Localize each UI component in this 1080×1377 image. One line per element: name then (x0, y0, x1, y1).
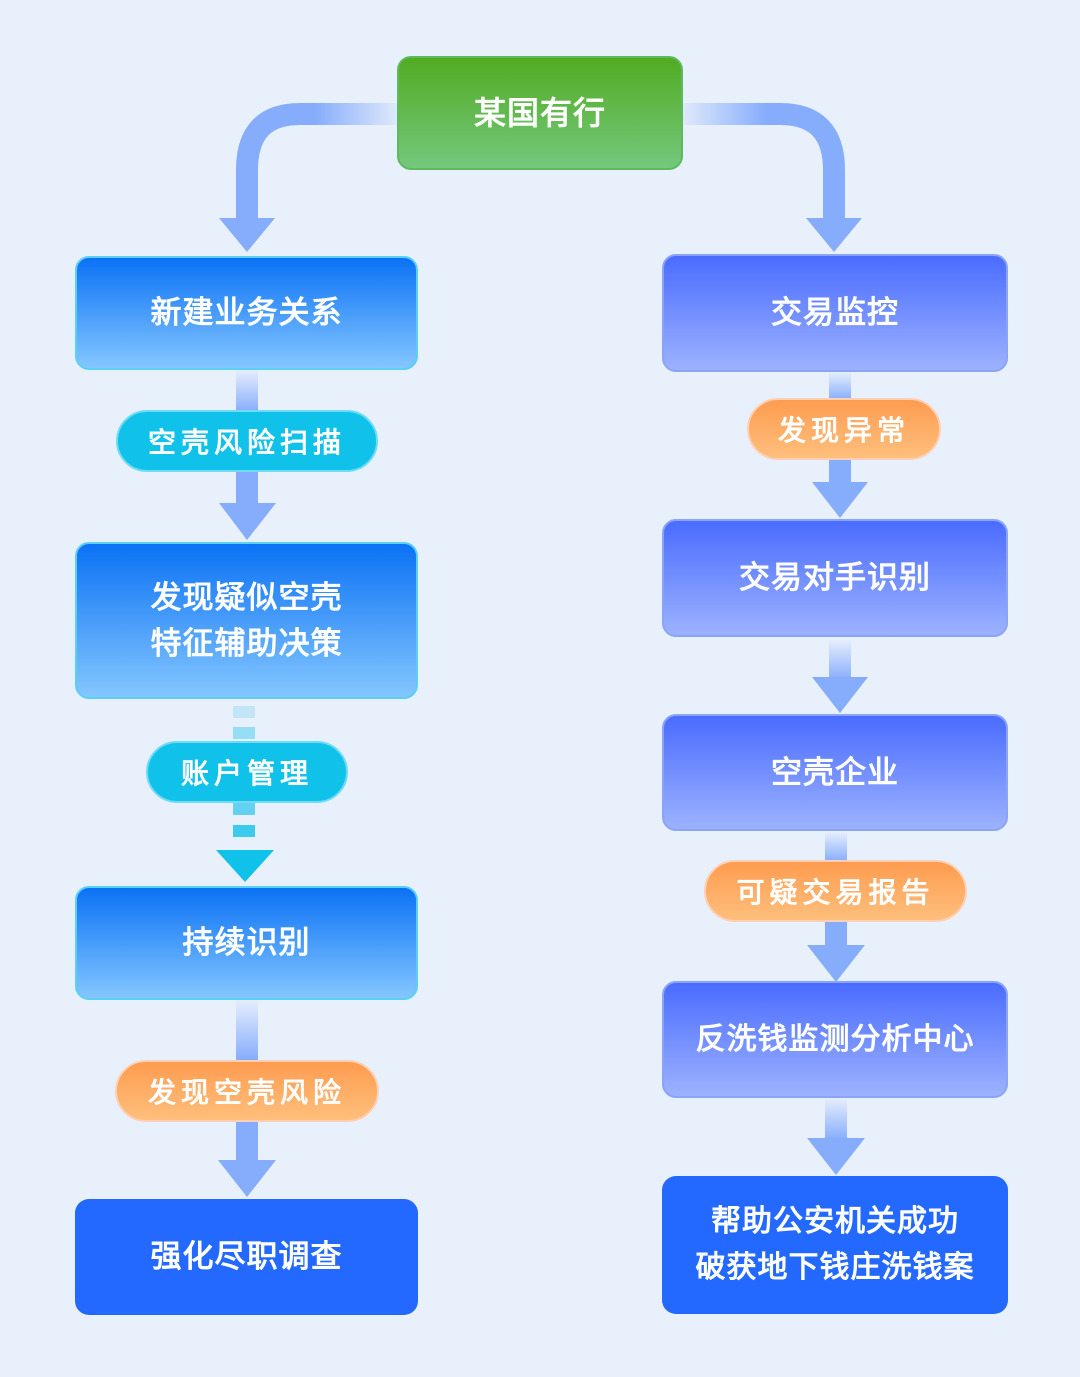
node-police-case-solved: 帮助公安机关成功 破获地下钱庄洗钱案 (662, 1176, 1008, 1314)
node-new-business-relationship: 新建业务关系 (75, 256, 418, 370)
arrowhead-right-3 (807, 945, 865, 982)
connector-right-1b (829, 460, 851, 484)
label-shell-risk-scan: 空壳风险扫描 (116, 410, 378, 472)
node-continuous-identification: 持续识别 (75, 886, 418, 1000)
dash-2 (233, 727, 255, 739)
arrowhead-left-1 (219, 503, 276, 540)
node-suspected-shell-decision: 发现疑似空壳 特征辅助决策 (75, 542, 418, 699)
connector-right-1a (829, 372, 851, 400)
arrowhead-right-1 (812, 482, 868, 518)
node-transaction-monitoring: 交易监控 (662, 254, 1008, 372)
connector-left-1b (236, 470, 258, 506)
dash-4 (233, 825, 255, 837)
root-node-bank: 某国有行 (397, 56, 683, 170)
connector-left-3b (236, 1120, 258, 1162)
connector-root-left (236, 103, 397, 222)
connector-right-3a (825, 832, 847, 862)
label-shell-risk-found: 发现空壳风险 (115, 1060, 379, 1122)
connector-right-4 (825, 1098, 847, 1140)
node-counterparty-identification: 交易对手识别 (662, 519, 1008, 637)
dash-1 (233, 706, 255, 718)
connector-left-1a (236, 370, 258, 412)
label-suspicious-transaction-report: 可疑交易报告 (704, 860, 967, 922)
dash-3 (233, 803, 255, 815)
arrowhead-right-4 (807, 1138, 865, 1175)
connector-right-3b (825, 922, 847, 948)
node-enhanced-due-diligence: 强化尽职调查 (75, 1199, 418, 1315)
arrowhead-right-2 (812, 677, 868, 713)
label-account-management: 账户管理 (146, 741, 348, 803)
node-shell-company: 空壳企业 (662, 714, 1008, 831)
label-anomaly-found: 发现异常 (747, 398, 941, 460)
arrowhead-left-2 (216, 850, 274, 882)
node-aml-monitoring-center: 反洗钱监测分析中心 (662, 981, 1008, 1098)
arrowhead-root-left (219, 218, 275, 252)
arrowhead-left-3 (218, 1160, 276, 1197)
arrowhead-root-right (806, 218, 862, 252)
connector-left-3a (236, 1000, 258, 1060)
connector-right-2 (829, 640, 851, 680)
connector-root-right (683, 103, 845, 222)
